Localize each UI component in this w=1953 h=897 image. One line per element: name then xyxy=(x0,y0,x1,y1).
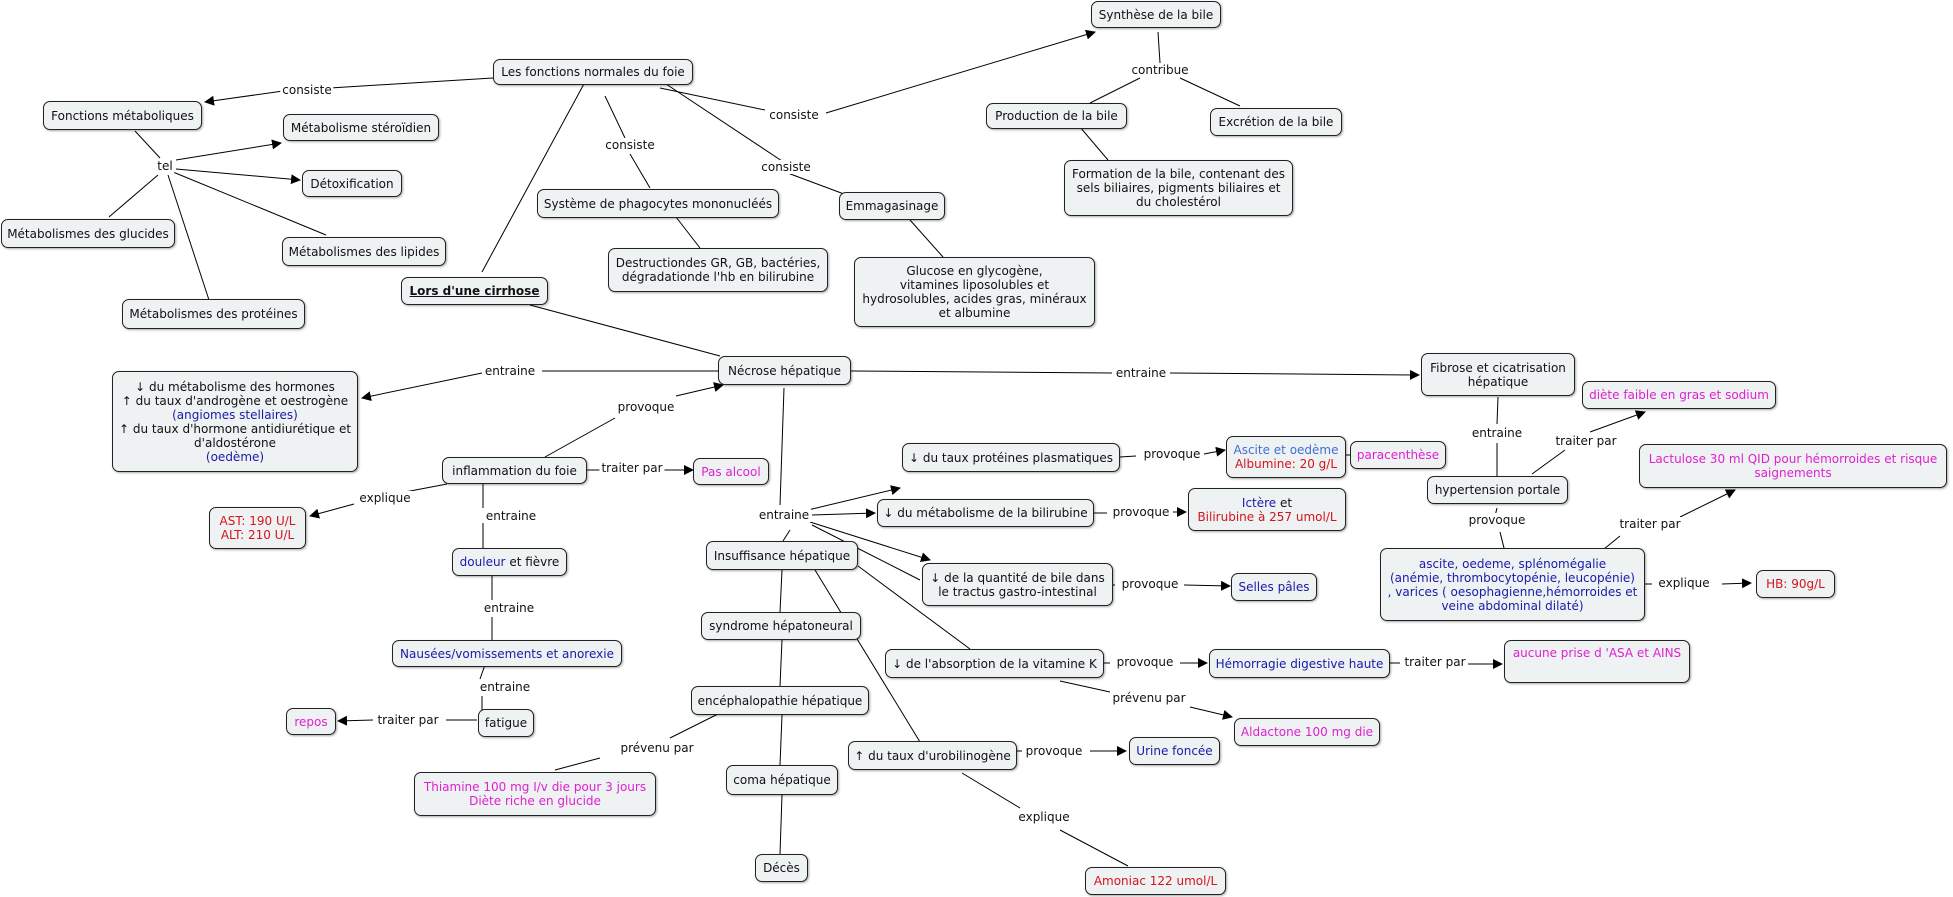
link-label-provoque: provoque xyxy=(1119,577,1181,591)
link-label-traiter-par: traiter par xyxy=(375,713,441,727)
node-paracenthese: paracenthèse xyxy=(1350,441,1446,469)
link-label-consiste: consiste xyxy=(767,108,821,122)
link-label-tel: tel xyxy=(155,159,175,173)
node-douleur: douleur et fièvre xyxy=(452,548,567,576)
node-fonctions-normales: Les fonctions normales du foie xyxy=(493,59,693,85)
node-metabolismes-proteines: Métabolismes des protéines xyxy=(122,299,305,329)
node-coma-hepatique: coma hépatique xyxy=(726,765,838,795)
node-selles-pales: Selles pâles xyxy=(1231,573,1317,601)
node-ast-alt: AST: 190 U/L ALT: 210 U/L xyxy=(209,507,306,549)
link-label-prevenu-par: prévenu par xyxy=(1110,691,1188,705)
node-quantite-bile: ↓ de la quantité de bile dans le tractus… xyxy=(922,563,1113,606)
node-detoxification: Détoxification xyxy=(302,170,402,197)
link-label-traiter-par: traiter par xyxy=(599,461,665,475)
link-label-explique: explique xyxy=(1656,576,1712,590)
node-metabolismes-lipides: Métabolismes des lipides xyxy=(282,237,446,266)
link-label-entraine: entraine xyxy=(1469,426,1525,440)
node-hb: HB: 90g/L xyxy=(1756,570,1835,598)
node-ictere: Ictère et Bilirubine à 257 umol/L xyxy=(1188,488,1346,531)
node-nausees: Nausées/vomissements et anorexie xyxy=(392,640,622,667)
node-fatigue: fatigue xyxy=(478,709,534,737)
ictere-line: Ictère et xyxy=(1241,495,1293,510)
node-pas-alcool: Pas alcool xyxy=(693,458,769,485)
node-cirrhose: Lors d'une cirrhose xyxy=(401,277,548,305)
node-bilirubine-metabolisme: ↓ du métabolisme de la bilirubine xyxy=(877,499,1094,527)
node-excretion-bile: Excrétion de la bile xyxy=(1210,108,1342,136)
link-label-explique: explique xyxy=(1016,810,1072,824)
node-emmagasinage: Emmagasinage xyxy=(839,192,945,220)
node-urobilinogene: ↑ du taux d'urobilinogène xyxy=(848,741,1017,770)
node-metabolismes-glucides: Métabolismes des glucides xyxy=(1,219,175,248)
node-ascite-oedeme: Ascite et oedème Albumine: 20 g/L xyxy=(1226,436,1346,478)
node-vitamine-k: ↓ de l'absorption de la vitamine K xyxy=(885,649,1104,678)
link-label-explique: explique xyxy=(357,491,413,505)
link-label-prevenu-par: prévenu par xyxy=(618,741,696,755)
link-label-traiter-par: traiter par xyxy=(1402,655,1468,669)
link-label-entraine: entraine xyxy=(1113,366,1169,380)
link-label-provoque: provoque xyxy=(1114,655,1176,669)
node-aldactone: Aldactone 100 mg die xyxy=(1234,718,1380,746)
link-label-entraine: entraine xyxy=(756,508,812,522)
link-label-traiter-par: traiter par xyxy=(1617,517,1683,531)
node-encephalopathie: encéphalopathie hépatique xyxy=(691,686,869,715)
link-label-consiste: consiste xyxy=(759,160,813,174)
link-label-provoque: provoque xyxy=(1466,513,1528,527)
link-label-consiste: consiste xyxy=(280,83,334,97)
node-repos: repos xyxy=(286,708,336,735)
node-phagocytes: Système de phagocytes mononucléés xyxy=(537,189,779,218)
link-label-provoque: provoque xyxy=(1023,744,1085,758)
link-label-entraine: entraine xyxy=(477,680,533,694)
node-deces: Décès xyxy=(755,854,808,882)
link-label-entraine: entraine xyxy=(483,509,539,523)
node-fibrose: Fibrose et cicatrisation hépatique xyxy=(1421,353,1575,396)
node-ascite-complications: ascite, oedeme, splénomégalie (anémie, t… xyxy=(1380,548,1645,621)
node-hemorragie: Hémorragie digestive haute xyxy=(1209,649,1390,678)
link-label-contribue: contribue xyxy=(1129,63,1191,77)
node-necrose: Nécrose hépatique xyxy=(718,356,851,385)
node-amoniac: Amoniac 122 umol/L xyxy=(1085,867,1226,895)
node-proteines-plasmatiques: ↓ du taux protéines plasmatiques xyxy=(902,443,1120,472)
node-hormones: ↓ du métabolisme des hormones ↑ du taux … xyxy=(112,371,358,472)
node-production-bile: Production de la bile xyxy=(986,103,1127,129)
node-fonctions-metaboliques: Fonctions métaboliques xyxy=(43,101,202,130)
node-formation-bile: Formation de la bile, contenant des sels… xyxy=(1064,160,1293,216)
node-inflammation: inflammation du foie xyxy=(442,457,587,484)
node-insuffisance: Insuffisance hépatique xyxy=(706,541,858,570)
node-metabolisme-steroidien: Métabolisme stéroïdien xyxy=(283,114,439,141)
node-diete-faible: diète faible en gras et sodium xyxy=(1582,381,1776,409)
node-lactulose: Lactulose 30 ml QID pour hémorroides et … xyxy=(1639,444,1947,488)
link-label-consiste: consiste xyxy=(603,138,657,152)
link-label-entraine: entraine xyxy=(481,601,537,615)
node-synthese-bile: Synthèse de la bile xyxy=(1091,1,1221,28)
node-syndrome-hepatoneural: syndrome hépatoneural xyxy=(701,612,861,640)
link-label-entraine: entraine xyxy=(482,364,538,378)
node-hypertension-portale: hypertension portale xyxy=(1427,476,1568,504)
node-aucune-prise: aucune prise d 'ASA et AINS xyxy=(1504,640,1690,683)
node-destruction: Destructiondes GR, GB, bactéries, dégrad… xyxy=(608,248,828,292)
link-label-provoque: provoque xyxy=(615,400,677,414)
node-urine-foncee: Urine foncée xyxy=(1129,737,1220,765)
link-label-provoque: provoque xyxy=(1141,447,1203,461)
link-label-traiter-par: traiter par xyxy=(1553,434,1619,448)
link-label-provoque: provoque xyxy=(1110,505,1172,519)
node-glucose: Glucose en glycogène, vitamines liposolu… xyxy=(854,257,1095,327)
node-thiamine: Thiamine 100 mg I/v die pour 3 jours Diè… xyxy=(414,772,656,816)
